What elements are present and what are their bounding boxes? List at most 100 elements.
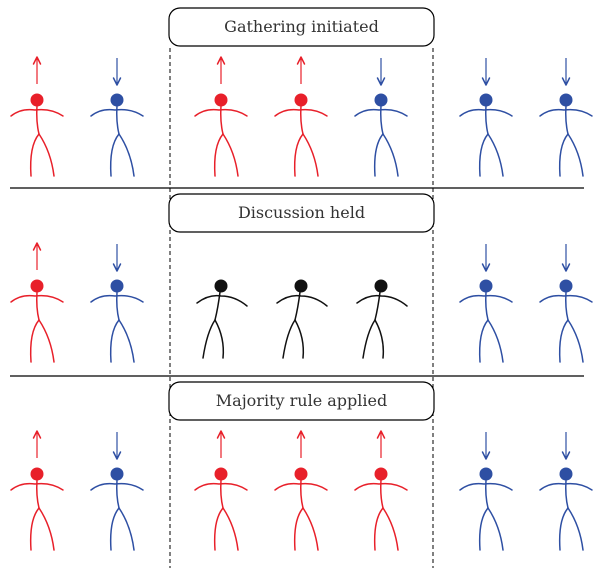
- left-leg: [478, 319, 489, 363]
- person-down: [539, 244, 593, 363]
- arms: [90, 108, 144, 117]
- opinion-up-arrow-icon: [32, 242, 42, 270]
- stage-label: Majority rule applied: [216, 391, 387, 410]
- stage-discussion: Discussion held: [10, 193, 593, 363]
- torso: [485, 479, 489, 509]
- head: [479, 279, 493, 293]
- left-leg: [29, 507, 40, 551]
- person-up: [10, 430, 64, 551]
- right-leg: [214, 319, 225, 359]
- stage-label-box: [168, 7, 435, 47]
- arrow-head: [561, 77, 571, 86]
- arms: [539, 108, 593, 117]
- left-leg: [558, 319, 569, 363]
- right-leg: [302, 133, 319, 177]
- head: [374, 279, 388, 293]
- arms: [276, 294, 328, 307]
- head: [479, 467, 493, 481]
- left-leg: [213, 507, 224, 551]
- person-down: [539, 58, 593, 177]
- person-down: [90, 432, 144, 551]
- arms: [539, 294, 593, 303]
- person-up: [10, 56, 64, 177]
- head: [374, 93, 388, 107]
- opinion-up-arrow-icon: [216, 430, 226, 458]
- stage-label-box: [168, 381, 435, 421]
- arms: [196, 294, 248, 307]
- right-leg: [38, 133, 55, 177]
- person-up: [10, 242, 64, 363]
- person-down: [459, 58, 513, 177]
- torso: [565, 291, 569, 321]
- right-leg: [118, 507, 135, 551]
- arrow-head: [32, 430, 42, 439]
- arms: [539, 482, 593, 491]
- right-leg: [374, 319, 385, 359]
- torso: [300, 105, 304, 135]
- right-leg: [118, 133, 135, 177]
- opinion-up-arrow-icon: [32, 56, 42, 84]
- arrow-head: [561, 263, 571, 272]
- people-row: [10, 430, 593, 551]
- arms: [10, 482, 64, 491]
- head: [559, 467, 573, 481]
- arrow-head: [561, 451, 571, 460]
- head: [214, 93, 228, 107]
- torso: [36, 479, 40, 509]
- head: [294, 467, 308, 481]
- stage-label-box: [168, 193, 435, 233]
- left-leg: [109, 507, 120, 551]
- left-leg: [213, 133, 224, 177]
- right-leg: [487, 507, 504, 551]
- arrow-head: [216, 430, 226, 439]
- left-leg: [558, 133, 569, 177]
- right-leg: [222, 133, 239, 177]
- person-down: [459, 244, 513, 363]
- arrow-head: [481, 451, 491, 460]
- opinion-down-arrow-icon: [481, 58, 491, 86]
- person-down: [90, 58, 144, 177]
- right-leg: [222, 507, 239, 551]
- right-leg: [382, 507, 399, 551]
- torso: [380, 479, 384, 509]
- opinion-down-arrow-icon: [112, 244, 122, 272]
- head: [214, 467, 228, 481]
- opinion-down-arrow-icon: [561, 244, 571, 272]
- opinion-down-arrow-icon: [481, 432, 491, 460]
- right-leg: [382, 133, 399, 177]
- torso: [116, 105, 120, 135]
- torso: [380, 105, 384, 135]
- right-leg: [294, 319, 305, 359]
- torso: [220, 479, 224, 509]
- right-leg: [487, 319, 504, 363]
- arms: [194, 108, 248, 117]
- arms: [90, 482, 144, 491]
- right-leg: [118, 319, 135, 363]
- arrow-head: [296, 56, 306, 65]
- left-leg: [109, 133, 120, 177]
- torso: [36, 105, 40, 135]
- right-leg: [567, 319, 584, 363]
- head: [559, 279, 573, 293]
- torso: [36, 291, 40, 321]
- head: [110, 467, 124, 481]
- opinion-up-arrow-icon: [32, 430, 42, 458]
- opinion-up-arrow-icon: [296, 430, 306, 458]
- torso: [565, 105, 569, 135]
- left-leg: [29, 319, 40, 363]
- stage-label: Discussion held: [238, 203, 365, 222]
- torso: [116, 479, 120, 509]
- head: [479, 93, 493, 107]
- person-up: [274, 430, 328, 551]
- arrow-head: [481, 263, 491, 272]
- person-undecided: [196, 279, 248, 359]
- left-leg: [373, 507, 384, 551]
- arrow-head: [112, 263, 122, 272]
- person-up: [274, 56, 328, 177]
- right-leg: [567, 507, 584, 551]
- arms: [194, 482, 248, 491]
- torso: [485, 291, 489, 321]
- person-down: [354, 58, 408, 177]
- arrow-head: [216, 56, 226, 65]
